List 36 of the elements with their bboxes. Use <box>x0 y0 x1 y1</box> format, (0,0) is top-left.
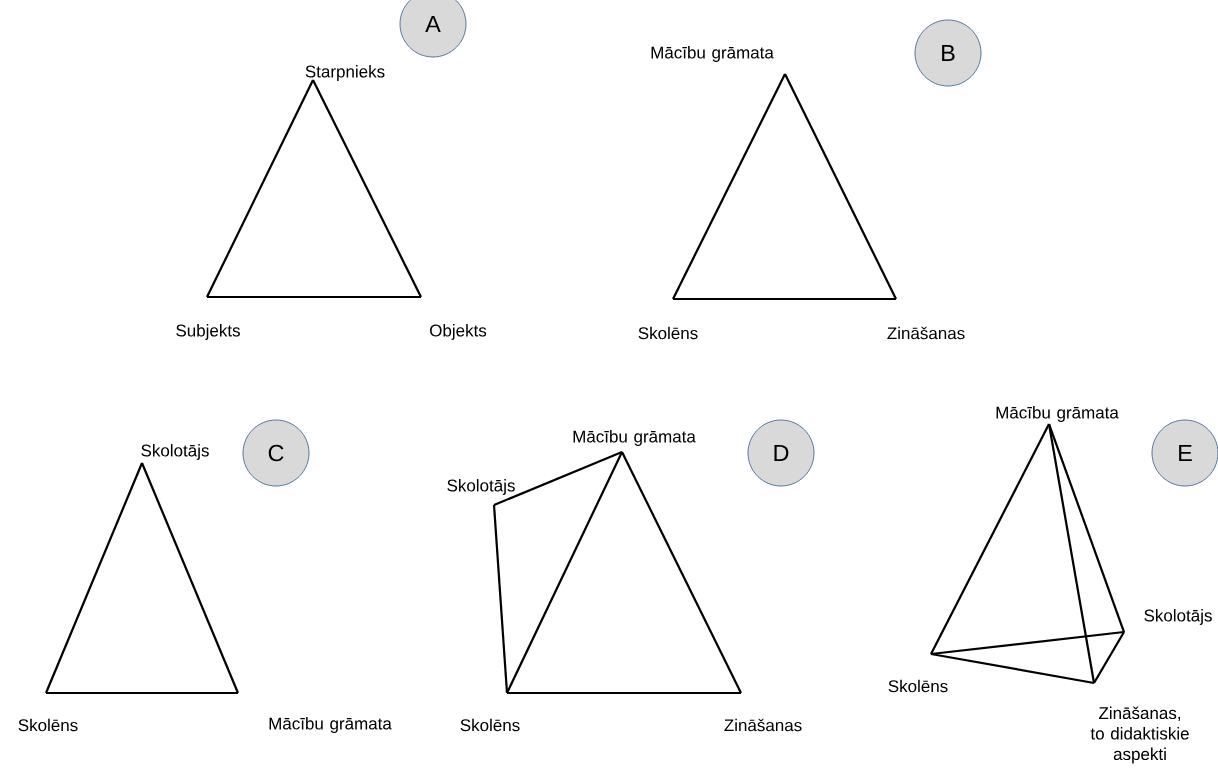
vertex-label: Skolotājs <box>447 479 515 495</box>
triangle-side <box>206 79 314 298</box>
triangle-side <box>1093 631 1125 684</box>
vertex-label: Mācību grāmata <box>651 46 774 62</box>
vertex-label: Zināšanas <box>724 718 802 732</box>
vertex-label: Skolotājs <box>141 444 209 460</box>
vertex-label: Mācību grāmata <box>269 717 392 733</box>
triangle-side <box>312 79 422 298</box>
vertex-label: Mācību grāmata <box>996 406 1119 422</box>
triangle-side <box>1047 423 1126 633</box>
vertex-label: Zināšanas, to didaktiskie aspekti <box>1090 706 1189 764</box>
vertex-label: Objekts <box>430 324 487 340</box>
vertex-label: Mācību grāmata <box>573 430 696 446</box>
triangle-side <box>493 451 623 507</box>
vertex-label: Skolēns <box>638 326 698 340</box>
vertex-label: Subjekts <box>176 324 240 340</box>
vertex-label: Zināšanas <box>887 326 965 340</box>
vertex-label: Starpnieks <box>305 65 385 81</box>
triangle-side <box>784 73 897 300</box>
triangle-side <box>46 691 238 695</box>
triangle-side <box>1047 423 1096 684</box>
vertex-label: Skolotājs <box>1144 609 1212 625</box>
triangle-side <box>140 462 240 694</box>
triangle-side <box>492 504 509 694</box>
vertex-label: Skolēns <box>888 679 948 693</box>
triangle-side <box>930 423 1050 655</box>
triangle-side <box>673 297 896 301</box>
triangle-side <box>506 451 623 694</box>
triangle-side <box>44 462 144 694</box>
triangle-side <box>672 73 786 300</box>
triangle-side <box>207 295 421 299</box>
triangle-side <box>930 652 1095 685</box>
vertex-label: Skolēns <box>460 718 520 732</box>
vertex-label: Skolēns <box>18 718 78 732</box>
triangle-side <box>507 691 741 695</box>
triangle-side <box>621 451 742 694</box>
